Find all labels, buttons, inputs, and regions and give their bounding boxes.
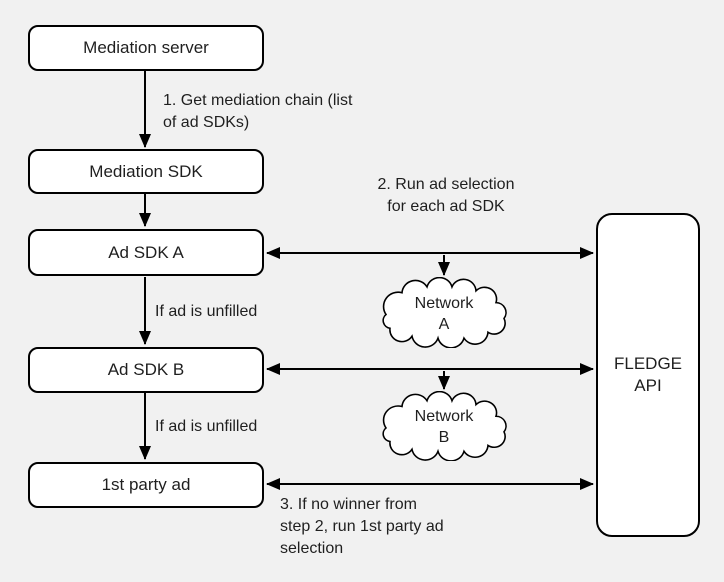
mediation-sdk-node: Mediation SDK: [28, 149, 264, 194]
step1-label: 1. Get mediation chain (list of ad SDKs): [163, 92, 353, 131]
network-a-cloud: Network A: [372, 277, 516, 348]
ad-sdk-b-node: Ad SDK B: [28, 347, 264, 393]
mediation-server-node: Mediation server: [28, 25, 264, 71]
ad-sdk-a-node: Ad SDK A: [28, 229, 264, 276]
first-party-ad-node: 1st party ad: [28, 462, 264, 508]
network-a-label: Network A: [414, 294, 474, 333]
if-unfilled-label-b: If ad is unfilled: [155, 418, 258, 435]
network-b-label: Network B: [414, 408, 474, 446]
step2-label: 2. Run ad selection for each ad SDK: [377, 176, 515, 215]
step3-label: 3. If no winner from step 2, run 1st par…: [280, 496, 444, 557]
cloud-icon: [382, 277, 507, 348]
fledge-api-node: FLEDGE API: [596, 213, 700, 537]
network-b-cloud: Network B: [372, 391, 516, 461]
cloud-icon: [382, 391, 507, 461]
if-unfilled-label-a: If ad is unfilled: [155, 303, 258, 320]
